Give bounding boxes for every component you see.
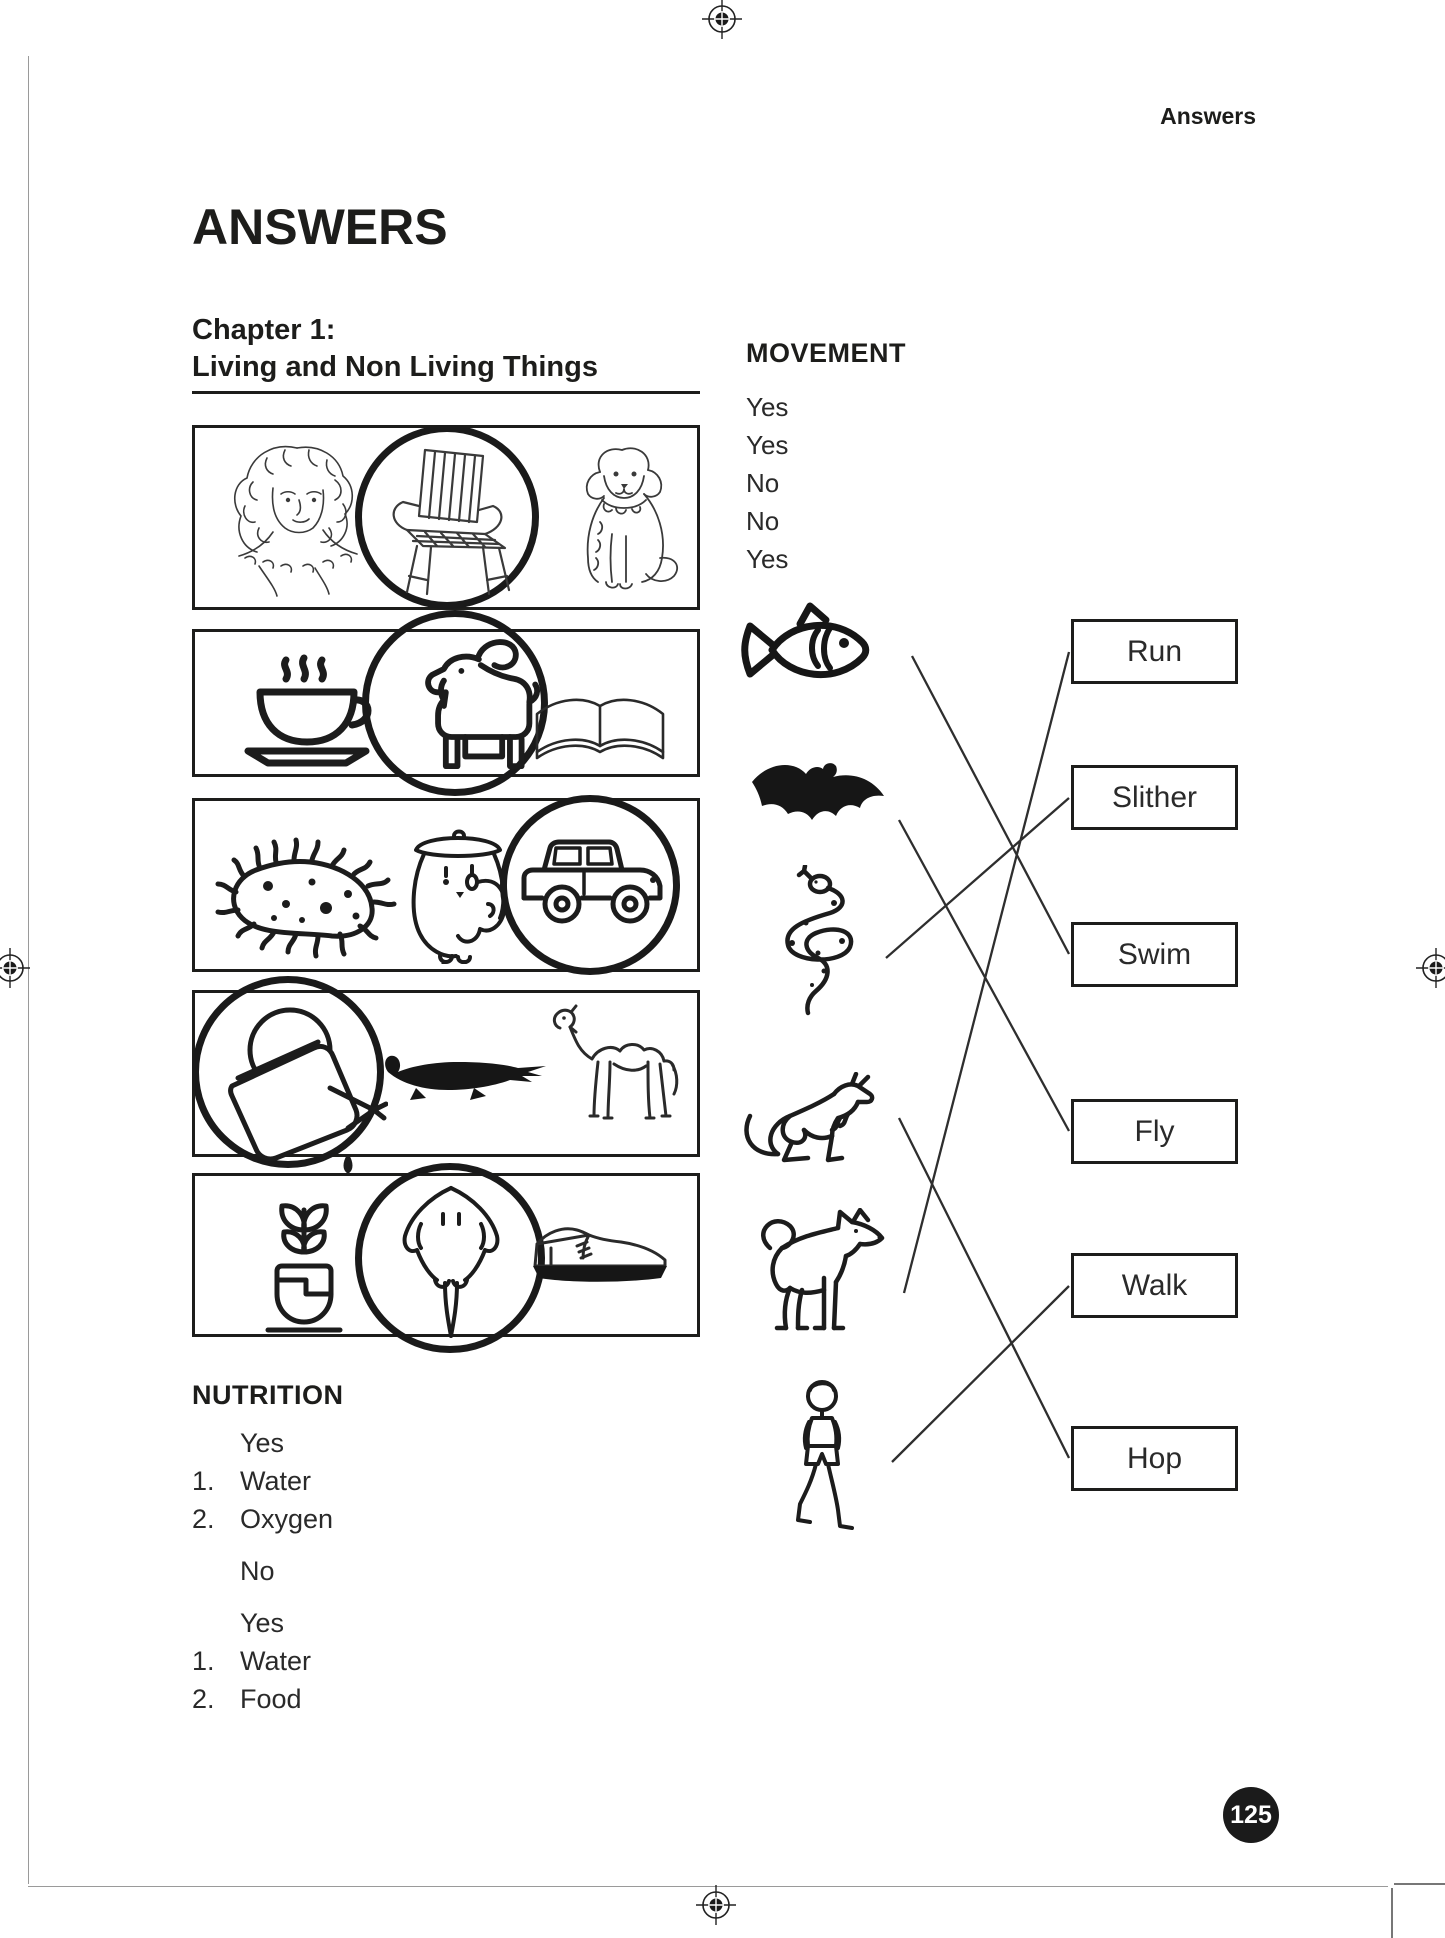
movement-answer: No	[746, 468, 780, 498]
nutrition-line: 1.Water	[192, 1466, 312, 1496]
trim-corner-bottom-right-v	[1391, 1888, 1393, 1938]
running-head: Answers	[1160, 103, 1256, 129]
registration-mark-right-icon	[1416, 948, 1445, 988]
chair-image	[392, 448, 511, 596]
nutrition-line: 1.Water	[192, 1646, 312, 1676]
match-label-fly: Fly	[1071, 1099, 1238, 1164]
watering-can-icon	[228, 1007, 388, 1174]
match-label-slither: Slither	[1071, 765, 1238, 830]
puppy-image	[585, 447, 679, 590]
page-number-badge: 125	[1223, 1787, 1279, 1843]
jeep-icon	[521, 839, 663, 924]
registration-mark-left-icon	[0, 948, 30, 988]
open-book-image	[535, 698, 665, 760]
line-fish-swim	[910, 655, 1071, 955]
walking-person-icon	[796, 1380, 854, 1530]
nutrition-line: Yes	[240, 1608, 285, 1638]
line-snake-slither	[885, 797, 1070, 959]
match-label-walk: Walk	[1071, 1253, 1238, 1318]
crocodile-image	[385, 1055, 546, 1100]
owl-icon	[411, 829, 507, 964]
camel-image	[552, 1004, 679, 1120]
trim-line-left	[28, 56, 29, 1884]
movement-answer: Yes	[746, 430, 789, 460]
nutrition-line: Yes	[240, 1428, 285, 1458]
bat-icon	[752, 763, 884, 820]
answer-circle-chair	[355, 425, 539, 609]
girl-image	[234, 445, 358, 597]
answer-circle-jeep	[500, 795, 680, 975]
movement-answers: Yes Yes No No Yes	[746, 388, 788, 578]
movement-answer: Yes	[746, 544, 789, 574]
question-row-3	[192, 798, 700, 972]
line-person-walk	[891, 1285, 1070, 1463]
trim-corner-bottom-right-h	[1394, 1883, 1445, 1885]
nutrition-line: No	[240, 1556, 275, 1586]
answer-circle-goat	[362, 610, 548, 796]
match-label-hop: Hop	[1071, 1426, 1238, 1491]
trim-line-bottom	[28, 1886, 1388, 1887]
page-title: ANSWERS	[192, 199, 448, 255]
fish-icon	[741, 602, 870, 679]
nutrition-line: 2.Oxygen	[192, 1504, 334, 1534]
nutrition-line: 2.Food	[192, 1684, 302, 1714]
potted-plant-icon	[265, 1203, 343, 1333]
chapter-heading: Chapter 1: Living and Non Living Things	[192, 312, 598, 386]
line-dog-run	[902, 651, 1071, 1294]
registration-mark-top-icon	[702, 0, 742, 39]
movement-answer: No	[746, 506, 780, 536]
goat-icon	[425, 639, 541, 770]
movement-heading: MOVEMENT	[746, 338, 907, 368]
nutrition-answers: Yes 1.Water 2.Oxygen No Yes 1.Water 2.Fo…	[192, 1424, 333, 1718]
line-kangaroo-hop	[897, 1117, 1071, 1459]
match-label-run: Run	[1071, 619, 1238, 684]
kangaroo-icon	[744, 1072, 875, 1163]
shoe-image	[533, 1227, 667, 1282]
chapter-underline	[192, 391, 700, 394]
page-number: 125	[1230, 1800, 1272, 1829]
registration-mark-bottom-icon	[696, 1885, 736, 1925]
chapter-number: Chapter 1:	[192, 314, 336, 346]
snake-icon	[785, 865, 854, 1016]
stingray-icon	[402, 1186, 500, 1338]
movement-answer: Yes	[746, 392, 789, 422]
nutrition-heading: NUTRITION	[192, 1380, 344, 1410]
line-bat-fly	[897, 819, 1071, 1132]
match-label-swim: Swim	[1071, 922, 1238, 987]
chapter-title: Living and Non Living Things	[192, 351, 598, 383]
dog-icon	[761, 1208, 885, 1331]
answer-circle-watering-can	[192, 976, 384, 1168]
bacteria-icon	[215, 837, 397, 959]
coffee-cup-icon	[244, 654, 372, 767]
answer-circle-stingray	[355, 1163, 545, 1353]
